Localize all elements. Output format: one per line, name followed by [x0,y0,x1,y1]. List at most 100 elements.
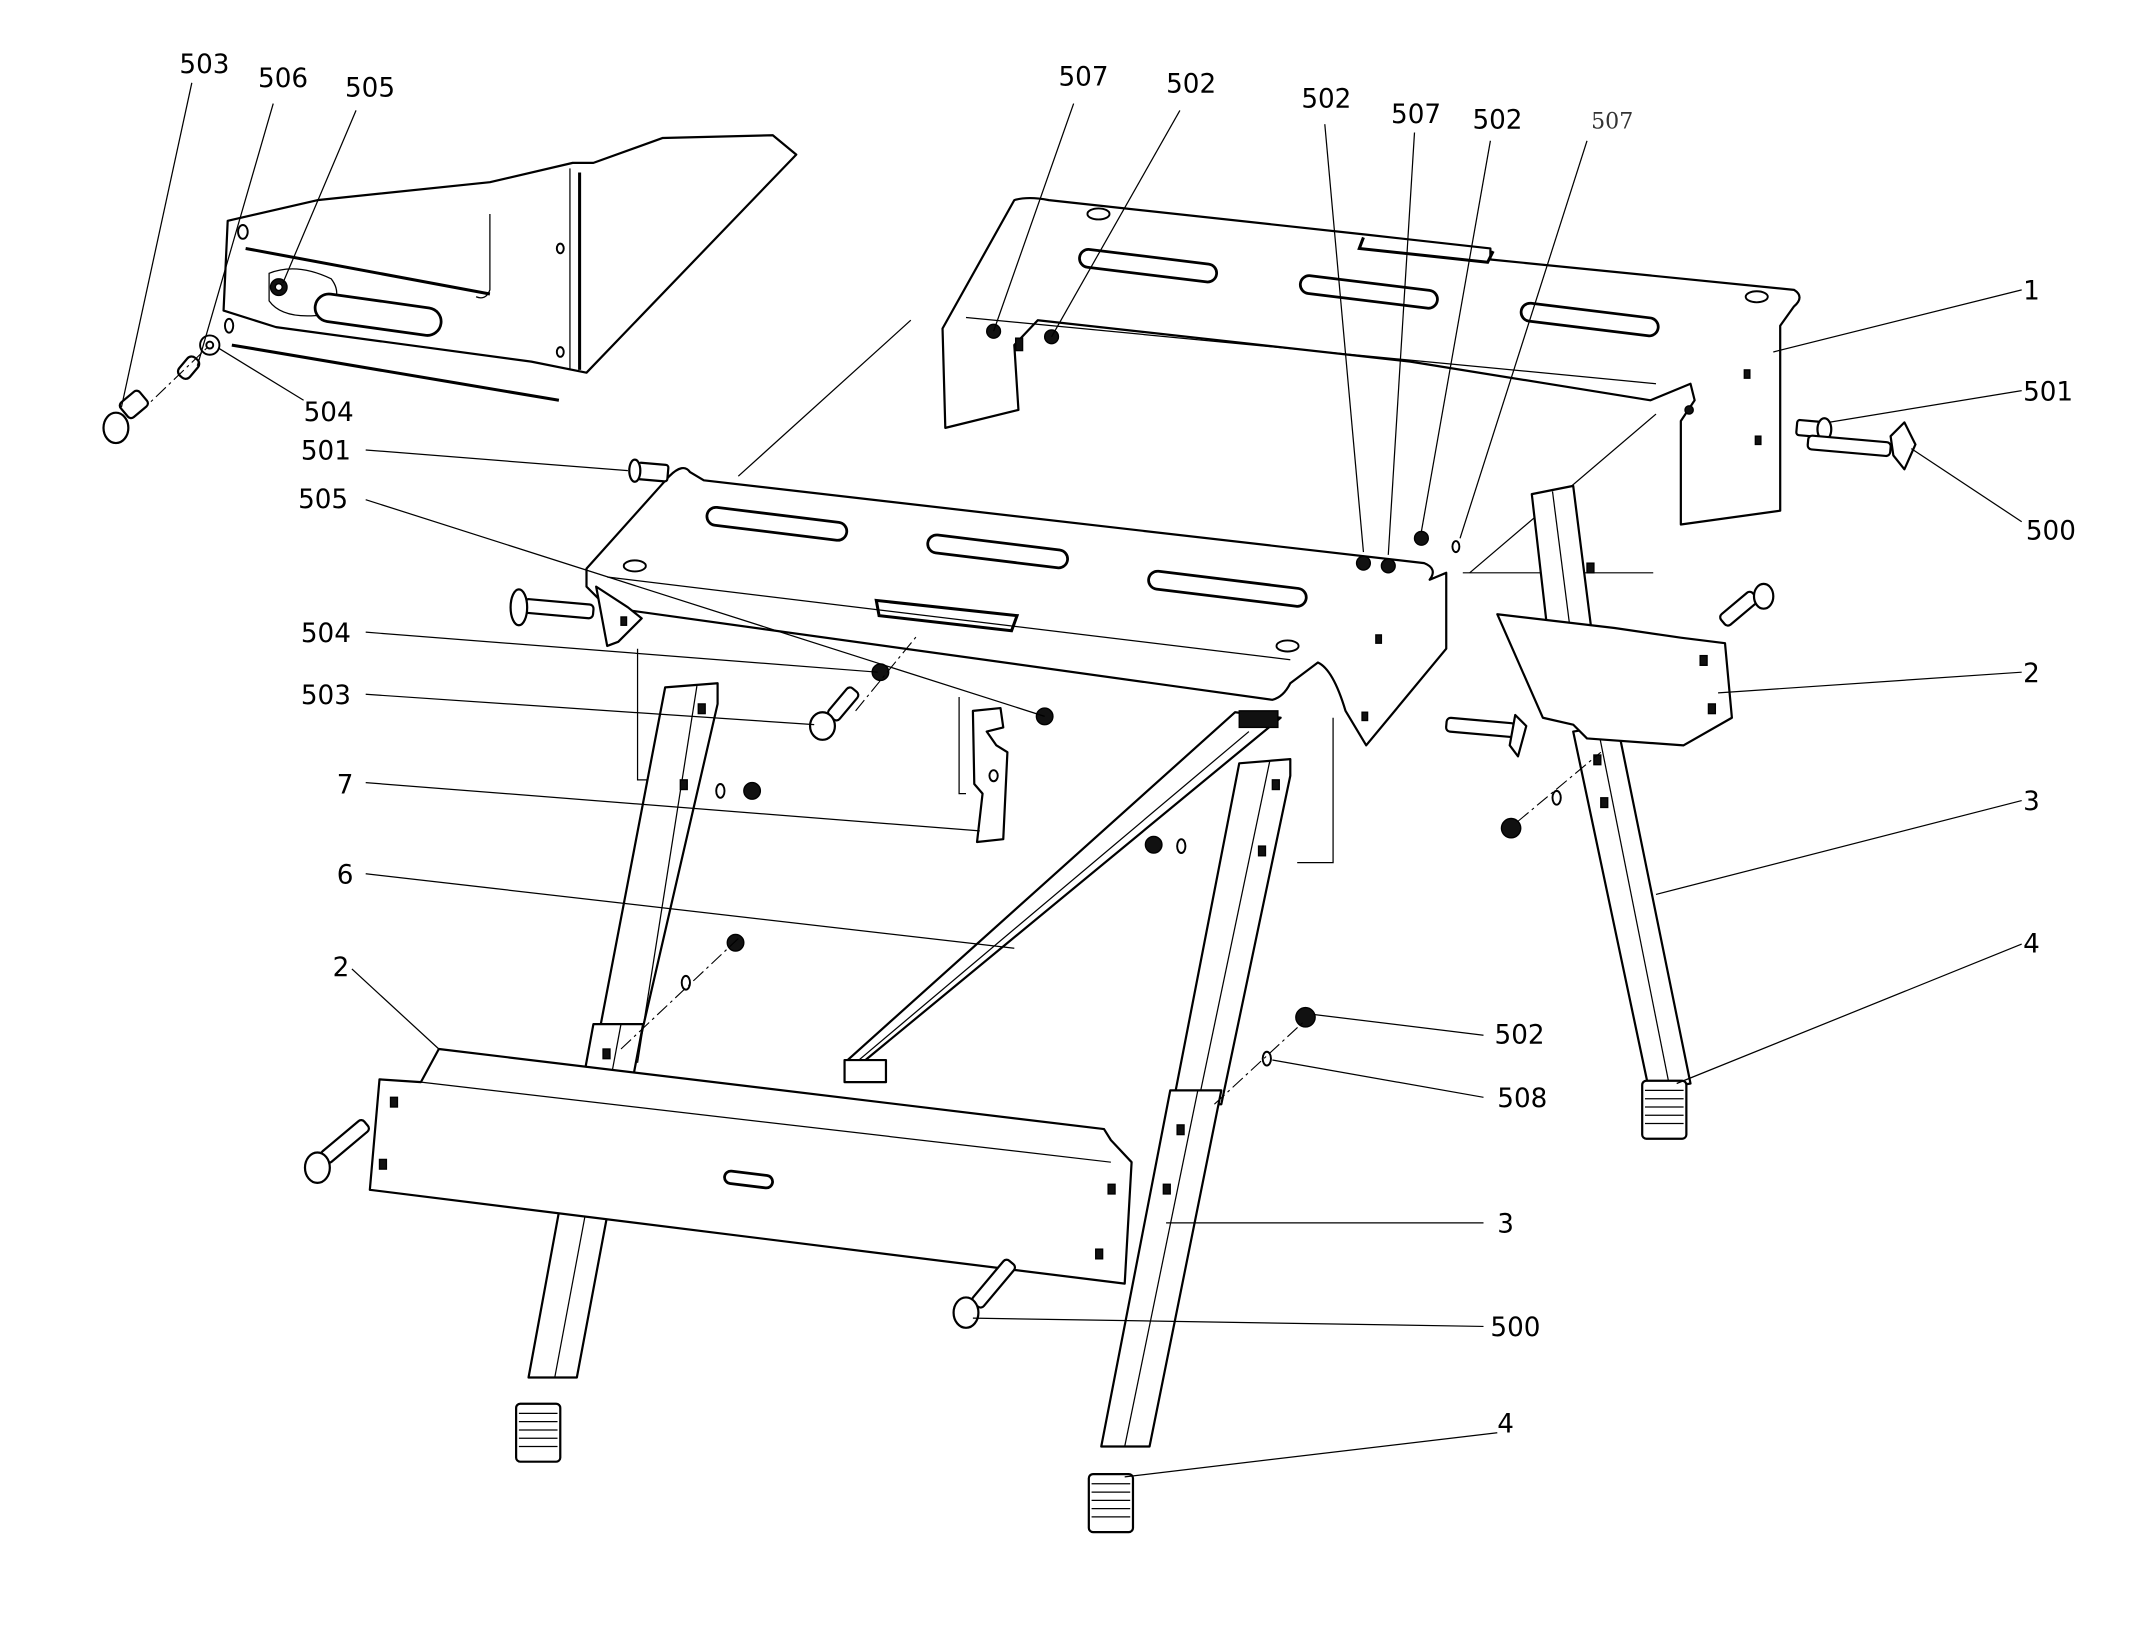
leader-507-a [993,103,1075,332]
callout-502: 502 [1166,69,1216,99]
leader-501-right [1828,390,2022,423]
top-notch [1357,236,1495,264]
nut-505-hole [274,282,283,292]
leader-6 [365,873,1015,949]
bracket-hole [555,346,565,358]
bracket-top-edge [245,246,491,296]
callout-2: 2 [333,953,350,983]
square-hole [1600,797,1609,809]
square-hole [1754,435,1762,446]
rivet [1684,405,1694,415]
washer-504-hole [205,340,215,350]
square-hole [1361,711,1369,722]
leader-504-inset [217,347,304,401]
foot-cap-left [515,1402,562,1463]
side-bracket-plate [222,134,798,374]
top-slot [926,533,1069,570]
callout-500: 500 [2026,517,2076,547]
callout-7: 7 [337,771,354,801]
leader-503-left [365,693,815,726]
leg-left-upper [592,682,719,1064]
strut-end-cap [1238,710,1279,729]
square-hole [389,1096,399,1108]
leader-500-right [1910,448,2023,523]
top-slot [705,505,849,542]
leader-501-left [365,449,628,472]
leader-503-inset [120,82,193,408]
leg-center-upper [1171,758,1292,1106]
square-hole [1271,779,1280,791]
nut-icon [1500,817,1522,839]
square-hole [697,703,706,715]
nut-icon [1144,835,1163,854]
square-hole [1107,1183,1116,1195]
feet [515,1079,1688,1534]
front-flange-left [595,585,643,648]
callout-507: 507 [1591,109,1633,134]
top-slot [1519,301,1660,338]
square-hole [679,779,688,791]
leader-7 [365,781,980,832]
bolt-503-head-icon [102,411,130,445]
leg-edge [1597,728,1671,1088]
strut-edge [855,731,1250,1064]
bracket-inner-edge [475,213,491,299]
top-plate-rear [941,196,1801,526]
callout-500: 500 [1490,1313,1540,1343]
top-hole [1086,207,1111,221]
washer-508-icon [1261,1050,1272,1067]
screw-501-left [628,458,670,483]
brace-slot [723,1169,774,1190]
callout-504: 504 [304,398,354,428]
washer-507-icon [1451,540,1461,554]
callout-507: 507 [1391,100,1441,130]
bracket-bottom-edge [231,343,560,402]
washer-icon [715,783,726,799]
square-hole [1176,1124,1185,1136]
callout-502: 502 [1495,1020,1545,1050]
leader-502-bottom [1313,1013,1484,1036]
top-hole [1744,290,1769,304]
leader-505-left [365,499,1045,717]
leader-508 [1272,1059,1484,1098]
bolt-503-head-icon [808,711,837,741]
bolt-500-left-top [509,588,595,627]
square-hole [1586,562,1595,574]
nut-502-icon [1355,555,1372,571]
square-hole [1699,654,1708,666]
strut-end-cap [843,1058,888,1084]
top-slot [1298,274,1439,310]
nut-icon [743,781,762,800]
callout-502: 502 [1472,105,1522,135]
callout-4: 4 [1497,1410,1514,1440]
leader-505-inset [282,110,357,284]
bolt-503-shank [118,389,149,420]
leader-502-b [1324,124,1365,553]
square-hole [378,1158,388,1170]
callout-2: 2 [2023,659,2040,689]
callout-507: 507 [1058,63,1108,93]
callout-6: 6 [337,860,354,890]
bracket-hole [237,224,249,240]
hook-hole [988,769,999,783]
screw-501-right [1795,417,1833,442]
leader-502-c [1420,140,1492,532]
nut-icon [726,933,745,952]
callout-3: 3 [2023,787,2040,817]
callout-labels: 503 506 505 504 507 502 502 507 502 507 … [179,50,2075,1440]
leader-4-bottom [1124,1432,1498,1478]
leg-edge [1197,761,1271,1105]
bolt-500-front-left [303,1119,370,1184]
top-plate-edge [965,316,1657,385]
callout-503: 503 [179,50,229,80]
foot-cap-right [1641,1079,1688,1140]
leader-504-left [365,631,878,673]
callout-1: 1 [2023,277,2040,307]
square-hole [602,1048,611,1060]
callout-505: 505 [298,485,348,515]
brace-edge [420,1081,1111,1163]
guide-line [737,319,912,477]
square-hole [620,616,628,626]
table-top-assembly [509,196,1917,864]
